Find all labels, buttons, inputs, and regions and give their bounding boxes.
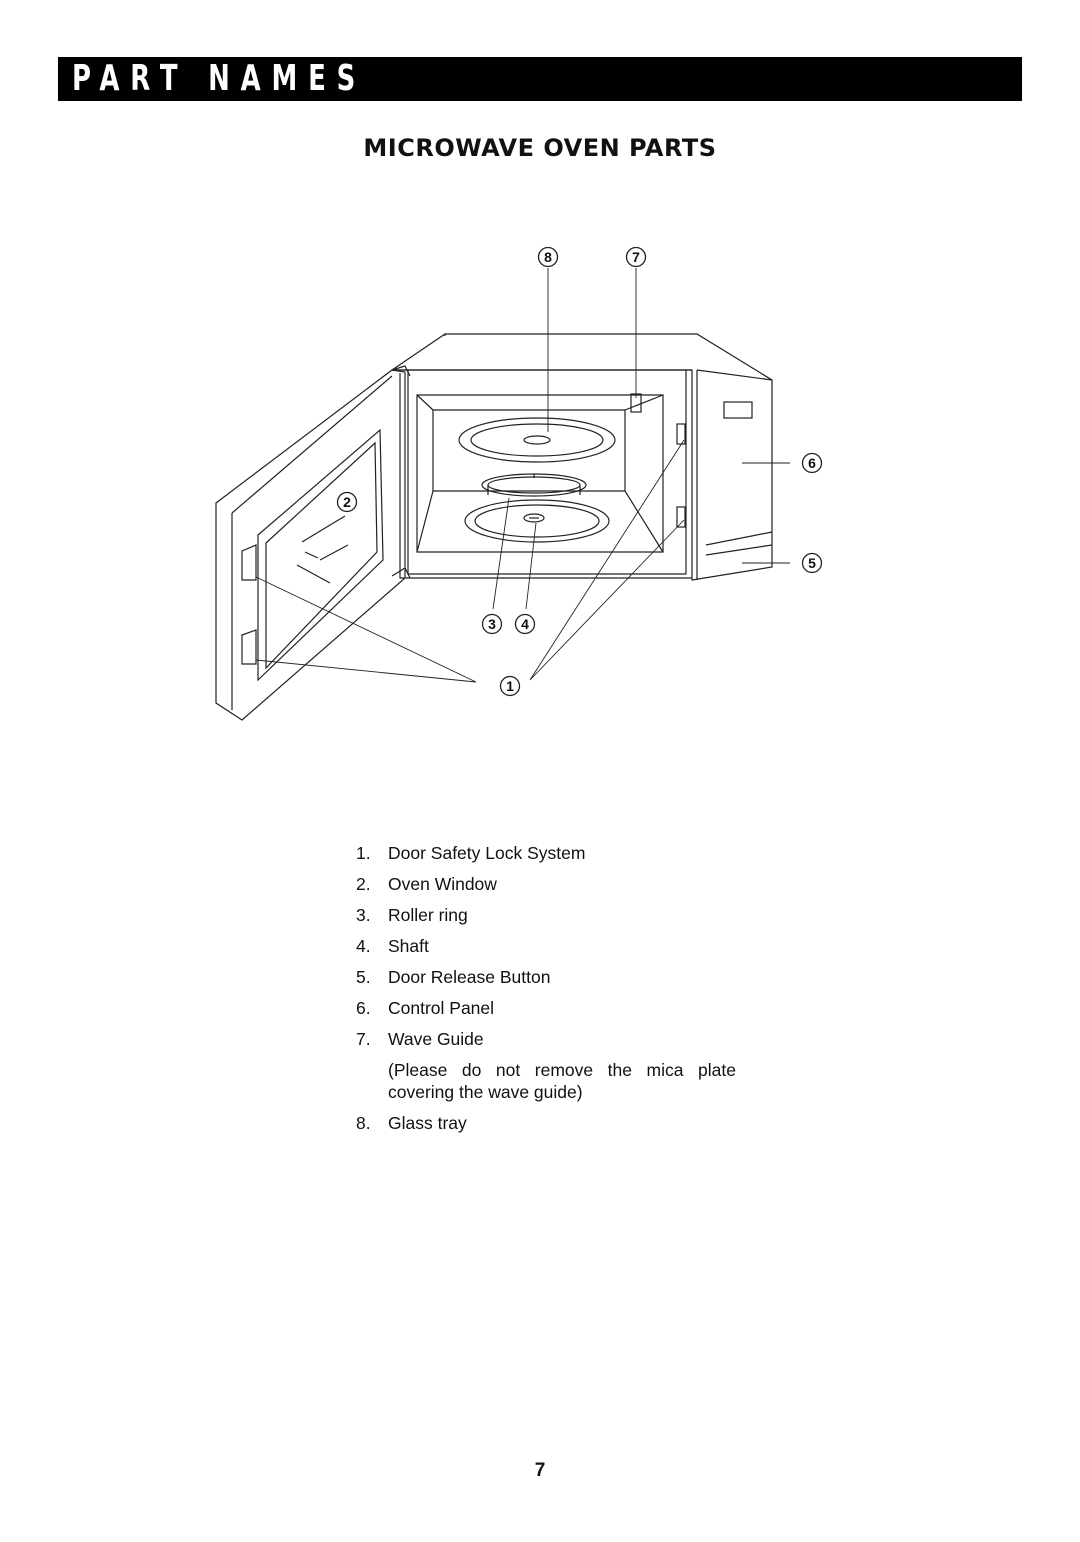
callout-label-4: 4 [521,616,529,632]
page-number: 7 [534,1460,546,1481]
part-number: 7. [356,1029,371,1049]
callout-label-5: 5 [808,555,816,571]
page-heading: MICROWAVE OVEN PARTS [363,134,717,162]
part-label: Shaft [388,936,429,956]
list-item: 3. Roller ring [356,904,736,926]
roller-ring-drawing [481,473,587,497]
part-number: 5. [356,967,371,987]
callout-label-6: 6 [808,455,816,471]
list-item: 1. Door Safety Lock System [356,842,736,864]
list-item: 4. Shaft [356,935,736,957]
part-label: Roller ring [388,905,468,925]
list-item: 6. Control Panel [356,997,736,1019]
callout-leader-lines [255,268,790,683]
part-label: Glass tray [388,1113,467,1133]
glass-tray-drawing [458,417,616,463]
part-note: (Please do not remove the mica plate cov… [388,1060,736,1102]
part-number: 8. [356,1113,371,1133]
oven-cabinet [390,333,773,581]
callout-label-1: 1 [506,678,514,694]
turntable-floor [464,499,610,543]
part-label: Door Release Button [388,967,551,987]
part-label: Wave Guide [388,1029,484,1049]
section-header-bar: PART NAMES [58,57,1022,101]
parts-list: 1.Door Safety Lock System 2.Oven Window … [356,842,736,1143]
callout-circles [336,246,823,697]
part-label: Control Panel [388,998,495,1018]
callout-label-7: 7 [632,249,640,265]
list-item: 2. Oven Window [356,873,736,895]
part-number: 2. [356,874,371,894]
part-label: Oven Window [388,874,497,894]
oven-door-drawing [215,365,411,721]
control-panel-drawing [696,369,773,580]
callout-label-2: 2 [343,494,351,510]
part-number: 4. [356,936,371,956]
microwave-diagram: 8 7 6 2 5 3 4 1 [215,246,823,721]
section-title: PART NAMES [72,58,367,99]
list-item: 7. Wave Guide (Please do not remove the mi… [356,1028,736,1103]
part-number: 1. [356,843,371,863]
latch-slot-lower [676,506,686,528]
part-number: 3. [356,905,371,925]
list-item: 8. Glass tray [356,1112,736,1134]
part-label: Door Safety Lock System [388,843,586,863]
callout-label-3: 3 [488,616,496,632]
part-number: 6. [356,998,371,1018]
list-item: 5. Door Release Button [356,966,736,988]
callout-label-8: 8 [544,249,552,265]
oven-cavity [416,394,664,553]
